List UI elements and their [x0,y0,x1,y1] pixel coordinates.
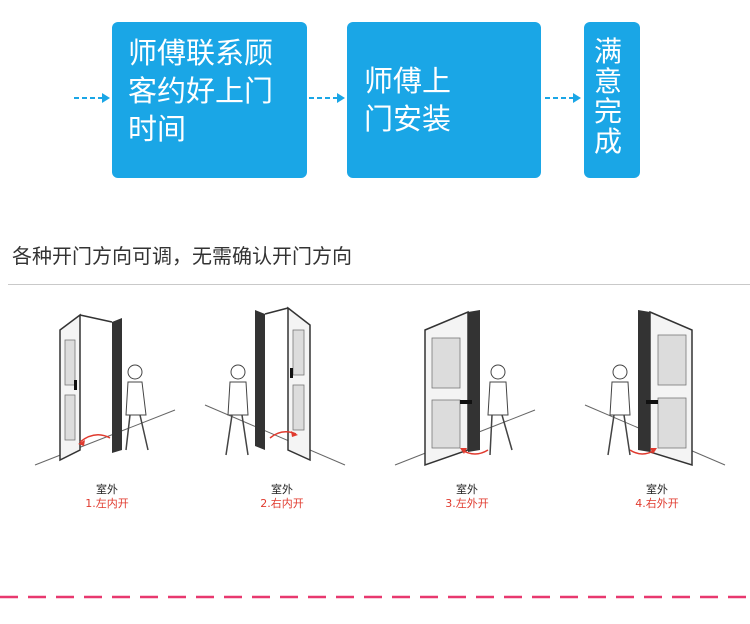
step-contact-customer: 师傅联系顾 客约好上门 时间 [112,22,307,178]
door-illustration-left-inward [34,313,176,466]
door-direction-heading: 各种开门方向可调，无需确认开门方向 [12,244,352,268]
flow-arrow-1 [74,93,110,103]
section-divider [0,595,750,599]
step-3-char-3: 完 [594,95,623,128]
step-1-line-1: 师傅联系顾 [128,36,274,70]
door-illustration-right-inward [204,306,346,466]
door-caption-2: 室外 2.右内开 [222,483,342,511]
step-onsite-install: 师傅上 门安装 [347,22,541,178]
outside-label-1: 室外 [96,483,118,496]
outside-label-2: 室外 [271,483,293,496]
heading-divider [8,284,750,285]
step-3-char-4: 成 [594,125,623,158]
door-illustration-left-outward [394,310,536,467]
step-2-line-2: 门安装 [364,102,452,136]
direction-label-1: 1.左内开 [85,497,129,510]
step-3-char-1: 满 [594,35,623,68]
step-3-char-2: 意 [594,65,623,98]
step-1-line-2: 客约好上门 [128,74,274,108]
outside-label-3: 室外 [456,483,478,496]
outside-label-4: 室外 [646,483,668,496]
step-1-line-3: 时间 [128,112,187,146]
door-illustration-right-outward [584,310,726,467]
door-caption-3: 室外 3.左外开 [407,483,527,511]
door-caption-4: 室外 4.右外开 [597,483,717,511]
direction-label-3: 3.左外开 [445,497,489,510]
step-2-line-1: 师傅上 [364,64,452,98]
flow-arrow-2 [309,93,345,103]
door-caption-1: 室外 1.左内开 [47,483,167,511]
step-satisfied: 满 意 完 成 [584,22,640,178]
direction-label-4: 4.右外开 [635,497,679,510]
direction-label-2: 2.右内开 [260,497,304,510]
flow-arrow-3 [545,93,581,103]
